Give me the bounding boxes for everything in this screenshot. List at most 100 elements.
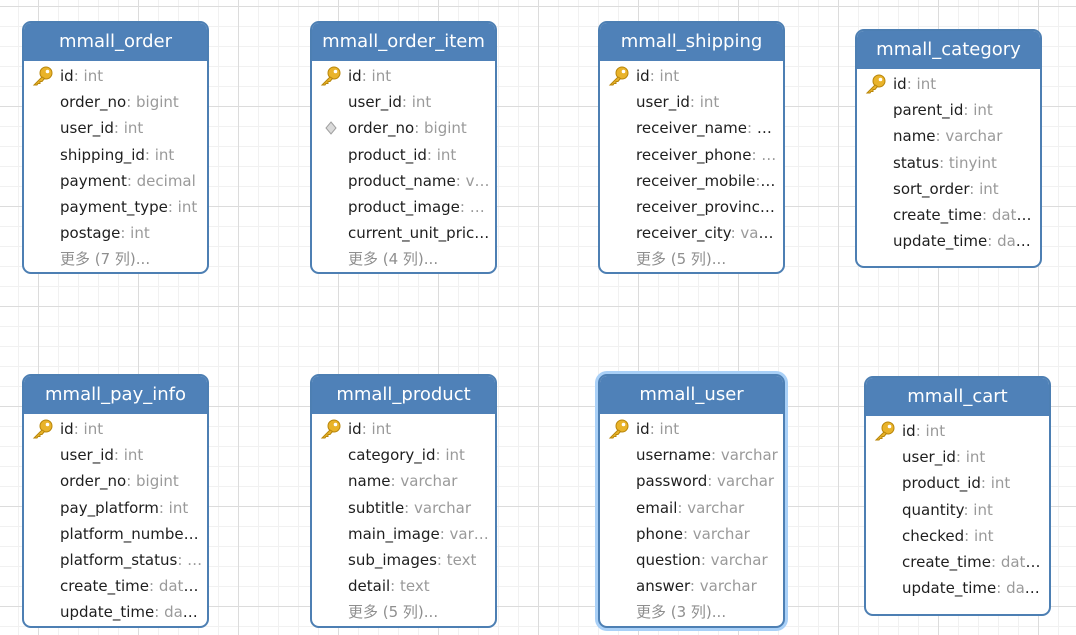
column-separator: : [991, 552, 1001, 571]
column-row[interactable]: detail: text [312, 573, 495, 599]
column-row[interactable]: id: int [24, 63, 207, 89]
primary-key-icon [874, 421, 896, 441]
more-columns-link[interactable]: 更多 (7 列)... [60, 250, 151, 269]
column-type: int [979, 179, 999, 198]
column-row[interactable]: payment_type: int [24, 194, 207, 220]
column-row[interactable]: current_unit_price… [312, 220, 495, 246]
column-name: password [636, 472, 708, 491]
column-row[interactable]: order_no: bigint [24, 89, 207, 115]
column-row[interactable]: user_id: int [600, 89, 783, 115]
column-row[interactable]: update_time: dat… [866, 575, 1049, 601]
column-row[interactable]: update_time: dat… [24, 599, 207, 625]
column-row[interactable]: pay_platform: int [24, 495, 207, 521]
column-type: v… [465, 171, 490, 190]
column-row[interactable]: name: varchar [857, 123, 1040, 149]
table-title[interactable]: mmall_order_item [312, 23, 495, 61]
column-type: int [83, 420, 104, 438]
column-row[interactable]: main_image: var… [312, 521, 495, 547]
column-row[interactable]: product_image: … [312, 194, 495, 220]
column-type: varchar [400, 472, 458, 491]
column-row[interactable]: product_name: v… [312, 168, 495, 194]
table-title[interactable]: mmall_user [600, 376, 783, 414]
column-row[interactable]: question: varchar [600, 547, 783, 573]
column-type: date… [1000, 552, 1049, 571]
column-row[interactable]: sort_order: int [857, 176, 1040, 202]
column-separator: : [682, 524, 693, 543]
column-row[interactable]: username: varchar [600, 442, 783, 468]
table-title[interactable]: mmall_pay_info [24, 376, 207, 414]
column-row[interactable]: product_id: int [866, 470, 1049, 496]
column-row[interactable]: quantity: int [866, 497, 1049, 523]
column-row[interactable]: payment: decimal [24, 168, 207, 194]
table-title[interactable]: mmall_order [24, 23, 207, 61]
column-row[interactable]: status: tinyint [857, 150, 1040, 176]
column-row[interactable]: user_id: int [24, 442, 207, 468]
column-row[interactable]: subtitle: varchar [312, 495, 495, 521]
column-row[interactable]: receiver_name: v… [600, 115, 783, 141]
table-title[interactable]: mmall_product [312, 376, 495, 414]
column-row[interactable]: shipping_id: int [24, 142, 207, 168]
column-row[interactable]: id: int [312, 63, 495, 89]
column-row[interactable]: password: varchar [600, 468, 783, 494]
column-row[interactable]: user_id: int [866, 444, 1049, 470]
column-row[interactable]: parent_id: int [857, 97, 1040, 123]
column-row[interactable]: answer: varchar [600, 573, 783, 599]
column-name: product_id [902, 474, 981, 493]
column-row[interactable]: order_no: bigint [24, 468, 207, 494]
column-row[interactable]: create_time: date… [857, 202, 1040, 228]
column-row[interactable]: receiver_city: varc… [600, 220, 783, 246]
column-separator: : [906, 75, 917, 93]
column-separator: : [144, 145, 155, 164]
column-row[interactable]: update_time: dat… [857, 228, 1040, 254]
column-type: int [371, 67, 392, 85]
column-row[interactable]: create_time: date… [866, 549, 1049, 575]
column-row[interactable]: order_no: bigint [312, 115, 495, 141]
column-name: pay_platform [60, 498, 159, 517]
column-row[interactable]: receiver_province… [600, 194, 783, 220]
more-columns-link[interactable]: 更多 (4 列)... [348, 250, 439, 269]
column-row[interactable]: id: int [600, 63, 783, 89]
column-row[interactable]: receiver_phone: … [600, 142, 783, 168]
column-row[interactable]: sub_images: text [312, 547, 495, 573]
table-title[interactable]: mmall_cart [866, 378, 1049, 416]
column-row[interactable]: product_id: int [312, 142, 495, 168]
column-row[interactable]: platform_number… [24, 521, 207, 547]
table-title[interactable]: mmall_shipping [600, 23, 783, 61]
more-columns-link[interactable]: 更多 (3 列)... [636, 603, 727, 622]
column-row[interactable]: id: int [857, 71, 1040, 97]
column-row[interactable]: email: varchar [600, 495, 783, 521]
more-columns-link[interactable]: 更多 (5 列)... [636, 250, 727, 269]
column-row[interactable]: user_id: int [24, 115, 207, 141]
column-row[interactable]: postage: int [24, 220, 207, 246]
column-separator: : [751, 145, 762, 164]
column-row[interactable]: category_id: int [312, 442, 495, 468]
column-type: int [123, 446, 144, 465]
column-row[interactable]: user_id: int [312, 89, 495, 115]
column-type: varchar [717, 472, 775, 491]
column-row[interactable]: platform_status: … [24, 547, 207, 573]
column-row[interactable]: receiver_mobile: … [600, 168, 783, 194]
table-title[interactable]: mmall_category [857, 31, 1040, 69]
column-row[interactable]: checked: int [866, 523, 1049, 549]
column-row[interactable]: id: int [312, 416, 495, 442]
column-row[interactable]: id: int [24, 416, 207, 442]
column-separator: : [755, 171, 766, 190]
column-row[interactable]: name: varchar [312, 468, 495, 494]
column-name: current_unit_price… [348, 224, 495, 243]
column-row[interactable]: phone: varchar [600, 521, 783, 547]
column-type: var… [449, 524, 489, 543]
column-name: product_name [348, 171, 456, 190]
column-row[interactable]: id: int [866, 418, 1049, 444]
column-row[interactable]: create_time: date… [24, 573, 207, 599]
more-columns-link[interactable]: 更多 (5 列)... [348, 603, 439, 622]
column-row[interactable]: id: int [600, 416, 783, 442]
